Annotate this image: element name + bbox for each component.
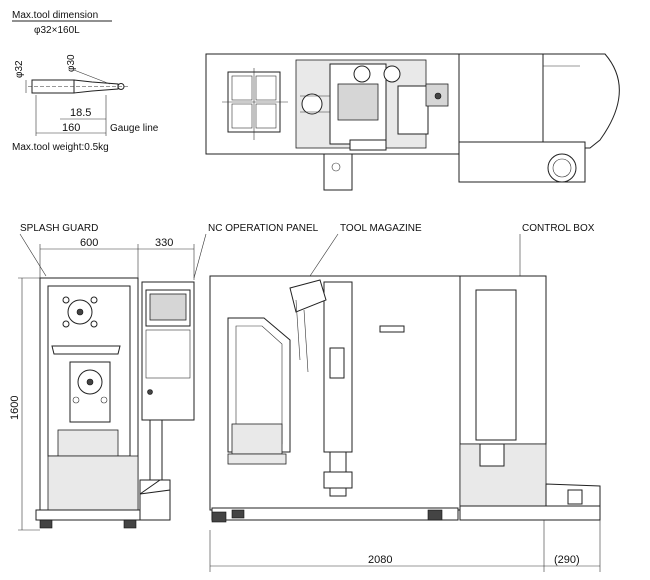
dim-2080: 2080 bbox=[368, 554, 392, 566]
top-view-plan bbox=[205, 53, 620, 191]
side-view-machine bbox=[35, 277, 143, 529]
label-tool-magazine: TOOL MAGAZINE bbox=[340, 223, 422, 234]
label-nc-panel: NC OPERATION PANEL bbox=[208, 223, 319, 234]
tool-weight: Max.tool weight:0.5kg bbox=[12, 142, 109, 153]
dim-160: 160 bbox=[62, 122, 80, 134]
label-splash-guard: SPLASH GUARD bbox=[20, 223, 98, 234]
tool-holder-sketch bbox=[28, 79, 130, 94]
dim-600: 600 bbox=[80, 237, 98, 249]
dim-290: (290) bbox=[554, 554, 580, 566]
tool-spec-block: Max.tool dimension φ32×160L φ32 φ30 18.5… bbox=[12, 10, 159, 153]
dim-phi30: φ30 bbox=[66, 54, 77, 72]
dim-1600: 1600 bbox=[9, 396, 21, 420]
dim-phi32: φ32 bbox=[14, 60, 25, 78]
tool-spec-title: Max.tool dimension bbox=[12, 10, 98, 21]
tool-spec-size: φ32×160L bbox=[34, 25, 80, 36]
nc-operation-panel bbox=[139, 281, 195, 521]
dim-18-5: 18.5 bbox=[70, 107, 91, 119]
gauge-line-label: Gauge line bbox=[110, 123, 159, 134]
main-machine-front bbox=[209, 275, 461, 523]
dim-330: 330 bbox=[155, 237, 173, 249]
control-box bbox=[459, 275, 601, 521]
label-control-box: CONTROL BOX bbox=[522, 223, 595, 234]
